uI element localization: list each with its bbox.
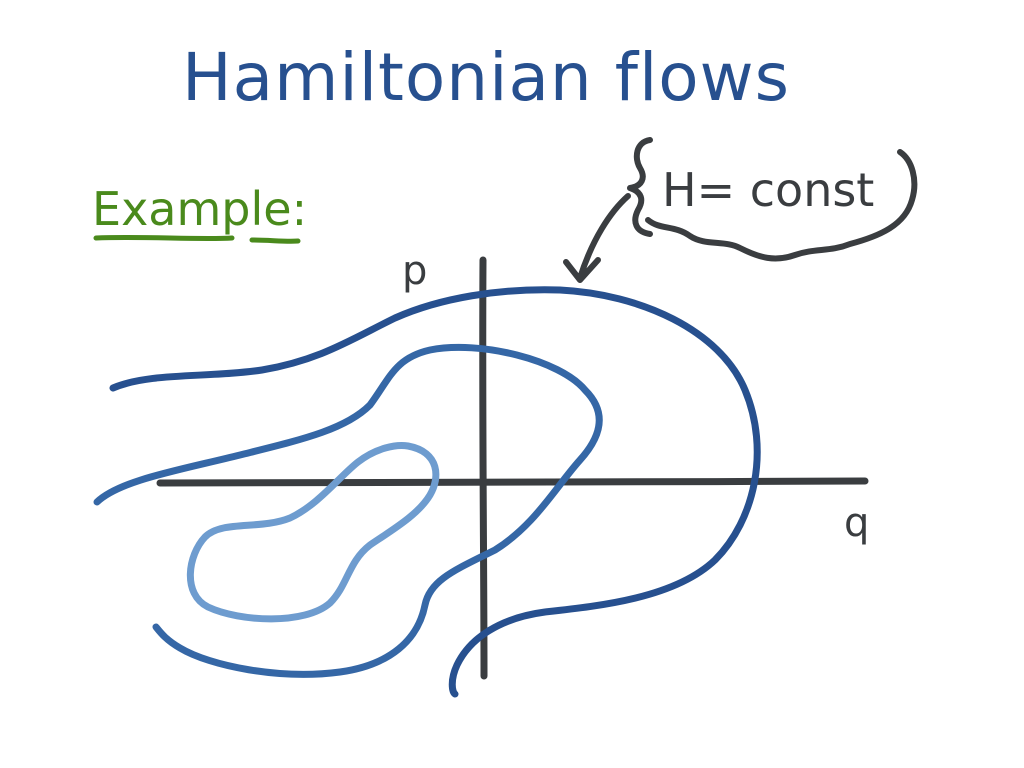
example-label: Example: — [92, 182, 307, 236]
q-axis-label: q — [844, 500, 869, 546]
diagram-title: Hamiltonian flows — [182, 39, 790, 116]
curly-brace-icon — [627, 137, 653, 237]
inner-level-curve — [186, 442, 440, 623]
annotation-text: H= const — [662, 163, 874, 217]
p-axis — [479, 256, 488, 680]
outer-level-curve — [109, 286, 761, 698]
q-axis — [156, 477, 869, 487]
example-underline — [93, 234, 301, 244]
middle-level-curve — [93, 343, 603, 678]
p-axis-label: p — [402, 248, 427, 294]
cloud-outline-icon — [645, 149, 918, 262]
arrow-icon — [563, 193, 631, 283]
